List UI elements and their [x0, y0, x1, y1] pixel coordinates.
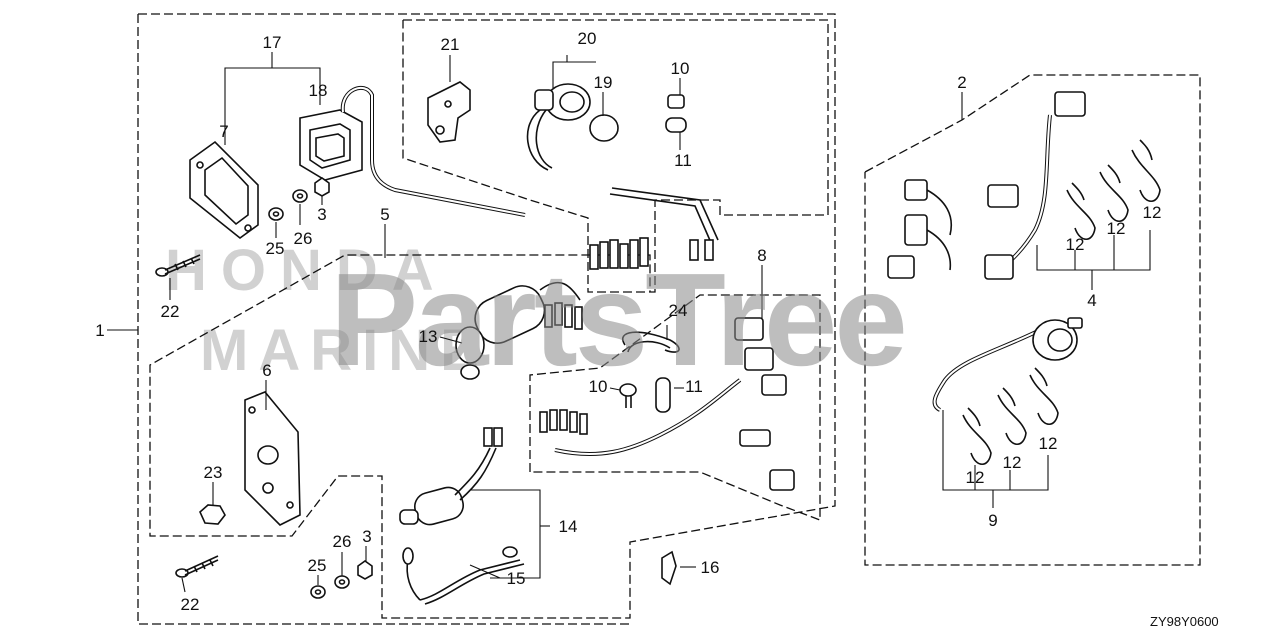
leader-lines — [107, 52, 1151, 593]
bolt-sleeve-mid — [619, 377, 671, 413]
callout-22-top: 22 — [161, 302, 180, 321]
harness-8-boundary — [529, 294, 821, 521]
watermark-dotted-text: HONDA — [165, 238, 448, 303]
nut-set-bottom — [310, 560, 373, 599]
callout-8: 8 — [757, 246, 766, 265]
callout-26-bottom: 26 — [333, 532, 352, 551]
callout-25-top: 25 — [266, 239, 285, 258]
callout-12-a: 12 — [1143, 203, 1162, 222]
callout-labels: 1 2 3 3 4 5 6 7 8 9 10 10 11 11 12 12 12… — [95, 29, 1161, 614]
harness-8 — [539, 317, 795, 491]
screw-22-top — [155, 254, 201, 277]
nut-set-top — [268, 177, 330, 221]
callout-4: 4 — [1087, 291, 1096, 310]
callout-12-e: 12 — [1003, 453, 1022, 472]
callout-16: 16 — [701, 558, 720, 577]
callout-11-top: 11 — [674, 151, 692, 170]
switch-18 — [299, 109, 363, 181]
callout-17: 17 — [263, 33, 282, 52]
assembly-1-boundary — [137, 13, 836, 625]
callout-6: 6 — [262, 361, 271, 380]
sub-assembly-top-boundary — [402, 19, 829, 293]
callout-13: 13 — [419, 327, 438, 346]
callout-2: 2 — [957, 73, 966, 92]
watermark-brand: PartsTree — [330, 246, 905, 393]
bracket-21 — [427, 81, 471, 143]
watermark-dotted: HONDA MARINE — [165, 238, 489, 383]
callout-15: 15 — [507, 569, 526, 588]
buzzer-20 — [526, 83, 591, 171]
lanyard-15 — [402, 546, 525, 605]
callout-12-b: 12 — [1107, 219, 1126, 238]
callout-9: 9 — [988, 511, 997, 530]
callout-12-c: 12 — [1066, 235, 1085, 254]
key-switch-13 — [455, 281, 583, 380]
callout-12-f: 12 — [966, 468, 985, 487]
clips-12 — [962, 139, 1161, 466]
nut-23 — [199, 504, 226, 525]
callout-26-top: 26 — [294, 229, 313, 248]
stop-switch-14 — [399, 427, 503, 526]
clamp-24 — [622, 331, 680, 353]
disc-19 — [589, 114, 619, 142]
callout-3-top: 3 — [317, 205, 326, 224]
panel-plate-7 — [189, 140, 259, 240]
callout-21: 21 — [441, 35, 460, 54]
callout-5: 5 — [380, 205, 389, 224]
assembly-2-boundary — [864, 74, 1201, 566]
callout-18: 18 — [309, 81, 328, 100]
callout-7: 7 — [219, 122, 228, 141]
connector-9 — [932, 317, 1083, 412]
callout-14: 14 — [559, 517, 578, 536]
watermark-dotted-text-2: MARINE — [200, 318, 489, 383]
diagram-code: ZY98Y0600 — [1150, 614, 1219, 629]
bolt-sleeve-top — [665, 94, 687, 133]
plate-6 — [244, 391, 301, 526]
callout-11-mid: 11 — [685, 377, 703, 396]
callout-20: 20 — [578, 29, 597, 48]
callout-25-bottom: 25 — [308, 556, 327, 575]
callout-1: 1 — [95, 321, 104, 340]
screw-22-bottom — [175, 555, 219, 578]
connector-bundle-5 — [589, 187, 719, 270]
callout-24: 24 — [669, 301, 688, 320]
callout-22-bottom: 22 — [181, 595, 200, 614]
callout-19: 19 — [594, 73, 613, 92]
callout-12-d: 12 — [1039, 434, 1058, 453]
callout-10-mid: 10 — [589, 377, 608, 396]
clip-16 — [661, 550, 677, 586]
callout-3-bottom: 3 — [362, 527, 371, 546]
callout-10-top: 10 — [671, 59, 690, 78]
harness-4 — [887, 91, 1086, 280]
callout-23: 23 — [204, 463, 223, 482]
